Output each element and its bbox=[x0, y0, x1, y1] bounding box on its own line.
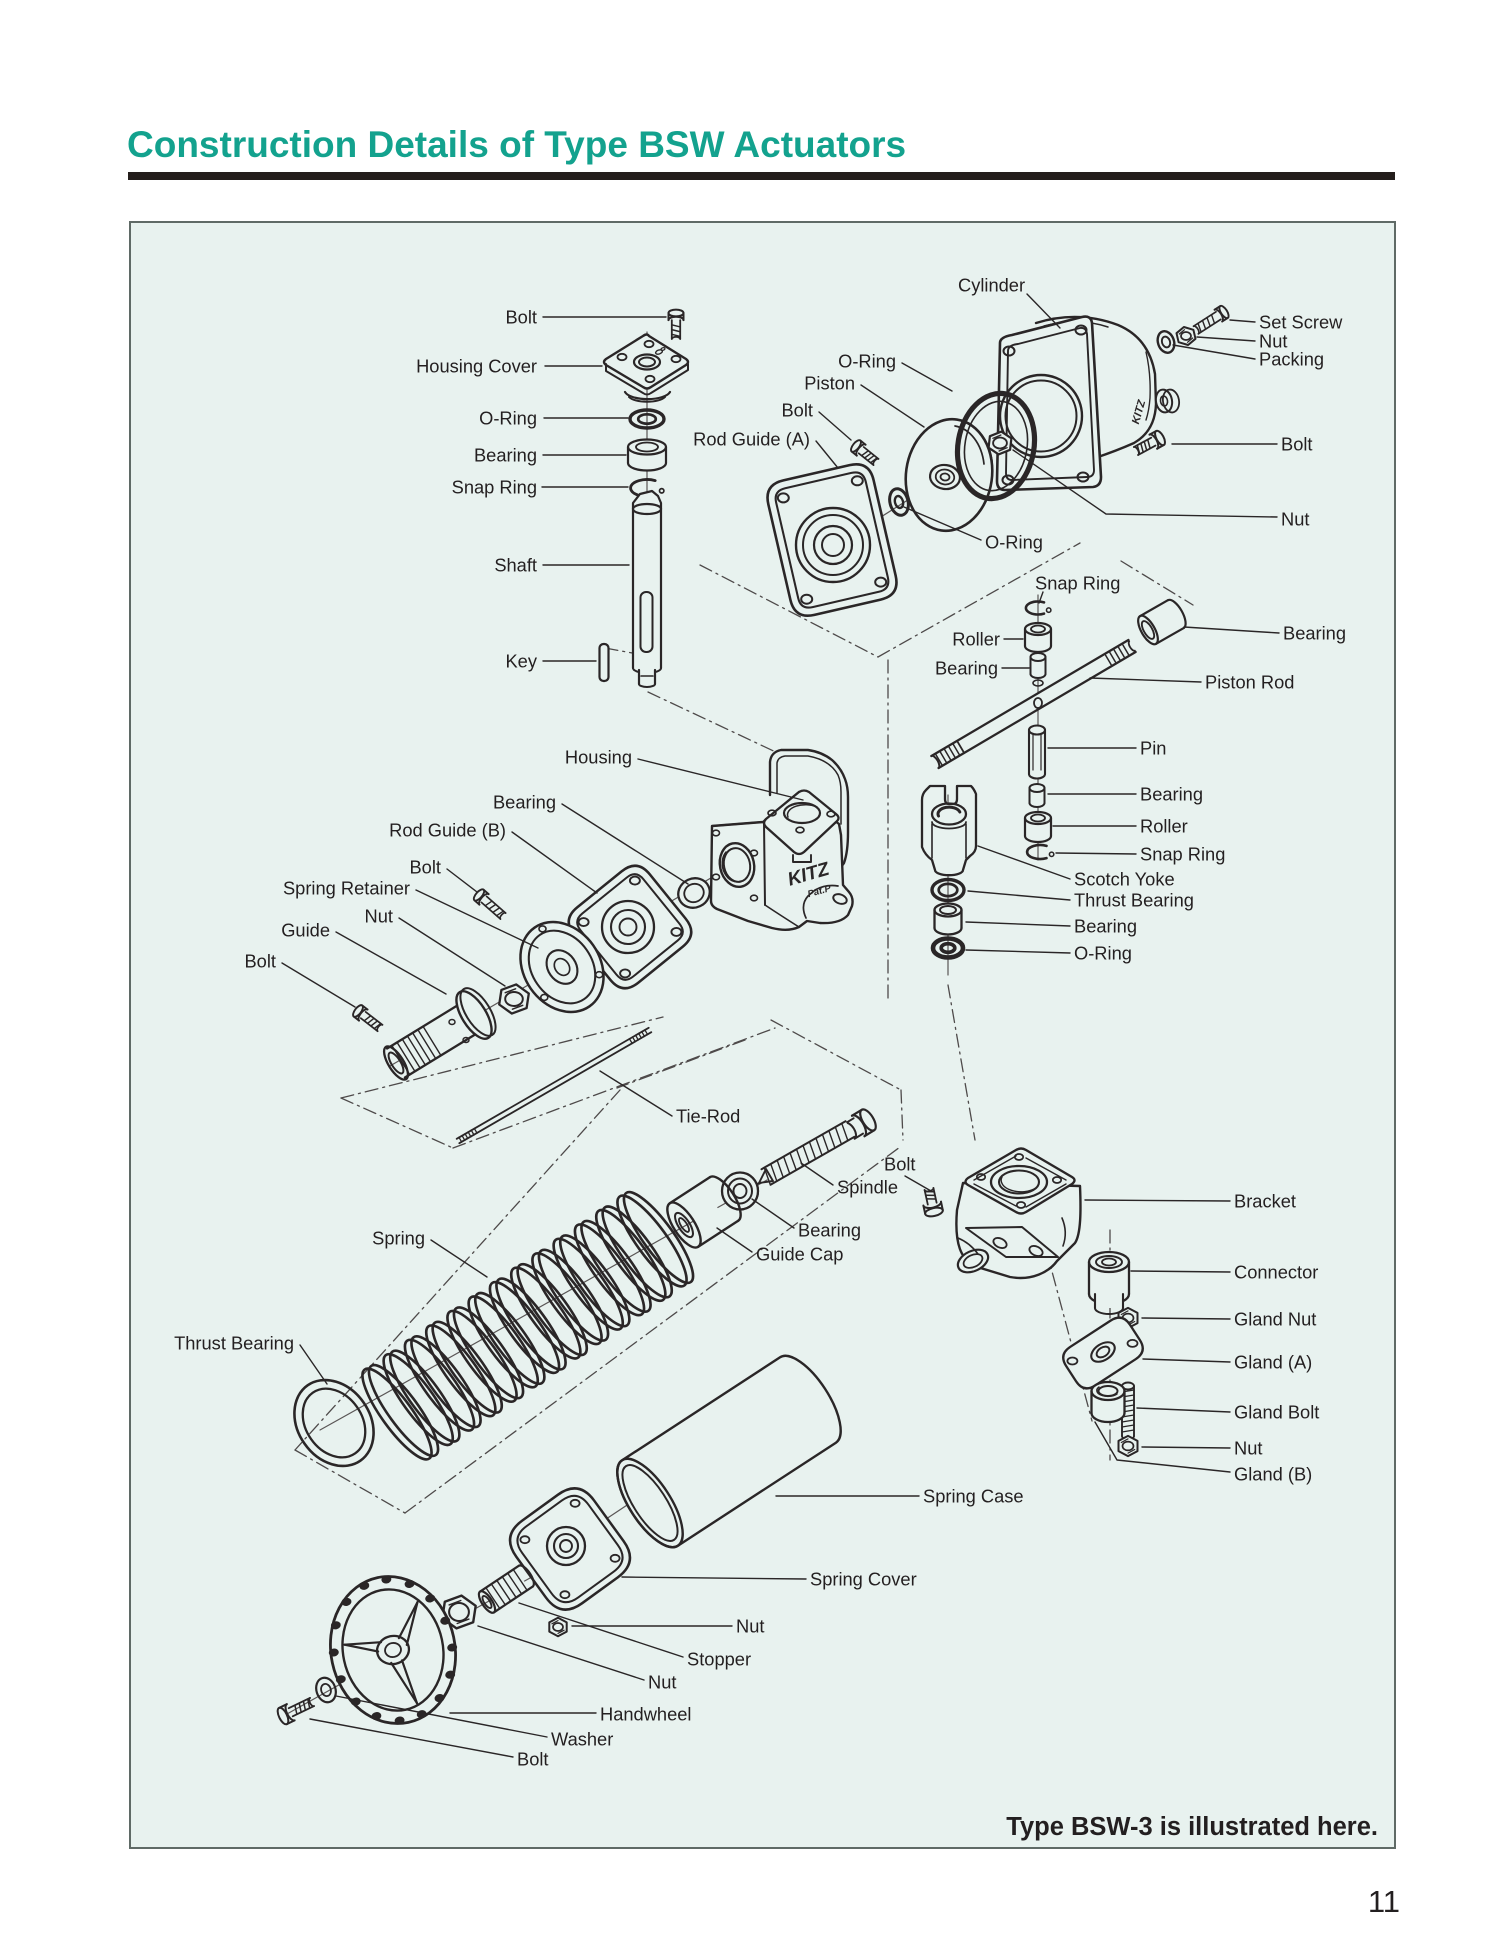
svg-text:Bracket: Bracket bbox=[1234, 1190, 1296, 1211]
svg-text:Spindle: Spindle bbox=[837, 1176, 898, 1197]
svg-text:O-Ring: O-Ring bbox=[838, 350, 896, 371]
svg-text:Scotch Yoke: Scotch Yoke bbox=[1074, 868, 1175, 889]
svg-text:O-Ring: O-Ring bbox=[479, 407, 537, 428]
svg-text:Piston: Piston bbox=[804, 372, 855, 393]
svg-text:Bearing: Bearing bbox=[493, 791, 556, 812]
svg-text:11: 11 bbox=[1368, 1884, 1400, 1919]
svg-text:O-Ring: O-Ring bbox=[985, 531, 1043, 552]
svg-text:Bearing: Bearing bbox=[1140, 783, 1203, 804]
svg-text:Rod Guide (B): Rod Guide (B) bbox=[389, 819, 506, 840]
svg-text:Piston Rod: Piston Rod bbox=[1205, 671, 1294, 692]
svg-text:Gland (A): Gland (A) bbox=[1234, 1351, 1312, 1372]
svg-text:Thrust Bearing: Thrust Bearing bbox=[174, 1332, 294, 1353]
svg-text:Gland (B): Gland (B) bbox=[1234, 1463, 1312, 1484]
svg-text:Tie-Rod: Tie-Rod bbox=[676, 1105, 740, 1126]
svg-text:Shaft: Shaft bbox=[494, 554, 537, 575]
svg-text:Housing: Housing bbox=[565, 746, 632, 767]
svg-text:Bolt: Bolt bbox=[517, 1748, 549, 1769]
svg-text:Spring Case: Spring Case bbox=[923, 1485, 1024, 1506]
svg-text:Washer: Washer bbox=[551, 1728, 613, 1749]
svg-text:Cylinder: Cylinder bbox=[958, 274, 1025, 295]
svg-text:Bolt: Bolt bbox=[409, 856, 441, 877]
svg-text:Key: Key bbox=[505, 650, 537, 671]
svg-text:Snap Ring: Snap Ring bbox=[1140, 843, 1225, 864]
svg-text:Snap Ring: Snap Ring bbox=[452, 476, 537, 497]
svg-text:Construction Details of Type B: Construction Details of Type BSW Actuato… bbox=[127, 124, 906, 165]
svg-text:Spring Cover: Spring Cover bbox=[810, 1568, 917, 1589]
svg-text:Bearing: Bearing bbox=[798, 1219, 861, 1240]
svg-text:Thrust Bearing: Thrust Bearing bbox=[1074, 889, 1194, 910]
svg-text:Packing: Packing bbox=[1259, 348, 1324, 369]
svg-text:Bearing: Bearing bbox=[935, 657, 998, 678]
svg-text:Type BSW-3 is illustrated here: Type BSW-3 is illustrated here. bbox=[1006, 1813, 1378, 1841]
svg-text:Housing Cover: Housing Cover bbox=[416, 355, 537, 376]
svg-text:Pin: Pin bbox=[1140, 737, 1166, 758]
svg-text:Roller: Roller bbox=[1140, 815, 1188, 836]
svg-text:Guide: Guide bbox=[281, 919, 330, 940]
svg-text:Nut: Nut bbox=[736, 1615, 764, 1636]
svg-text:Bearing: Bearing bbox=[1074, 915, 1137, 936]
svg-text:Bolt: Bolt bbox=[244, 950, 276, 971]
svg-text:Bolt: Bolt bbox=[505, 306, 537, 327]
svg-text:Guide Cap: Guide Cap bbox=[756, 1243, 843, 1264]
svg-text:Nut: Nut bbox=[1234, 1437, 1262, 1458]
svg-text:Nut: Nut bbox=[1281, 508, 1309, 529]
svg-text:Roller: Roller bbox=[952, 628, 1000, 649]
svg-text:Gland Nut: Gland Nut bbox=[1234, 1308, 1316, 1329]
svg-text:Bearing: Bearing bbox=[1283, 622, 1346, 643]
svg-text:Bolt: Bolt bbox=[781, 399, 813, 420]
svg-text:Spring: Spring bbox=[372, 1227, 425, 1248]
svg-text:Connector: Connector bbox=[1234, 1261, 1318, 1282]
svg-text:Nut: Nut bbox=[648, 1671, 676, 1692]
svg-text:Nut: Nut bbox=[1259, 330, 1287, 351]
svg-text:O-Ring: O-Ring bbox=[1074, 942, 1132, 963]
svg-text:Gland Bolt: Gland Bolt bbox=[1234, 1401, 1319, 1422]
svg-text:Bolt: Bolt bbox=[884, 1153, 916, 1174]
svg-text:Bolt: Bolt bbox=[1281, 433, 1313, 454]
svg-text:Rod Guide (A): Rod Guide (A) bbox=[693, 428, 810, 449]
svg-text:Handwheel: Handwheel bbox=[600, 1703, 691, 1724]
svg-text:Snap Ring: Snap Ring bbox=[1035, 572, 1120, 593]
svg-text:Nut: Nut bbox=[365, 905, 393, 926]
svg-text:Bearing: Bearing bbox=[474, 444, 537, 465]
svg-text:Spring Retainer: Spring Retainer bbox=[283, 877, 410, 898]
svg-text:Stopper: Stopper bbox=[687, 1648, 751, 1669]
svg-text:Set Screw: Set Screw bbox=[1259, 311, 1343, 332]
